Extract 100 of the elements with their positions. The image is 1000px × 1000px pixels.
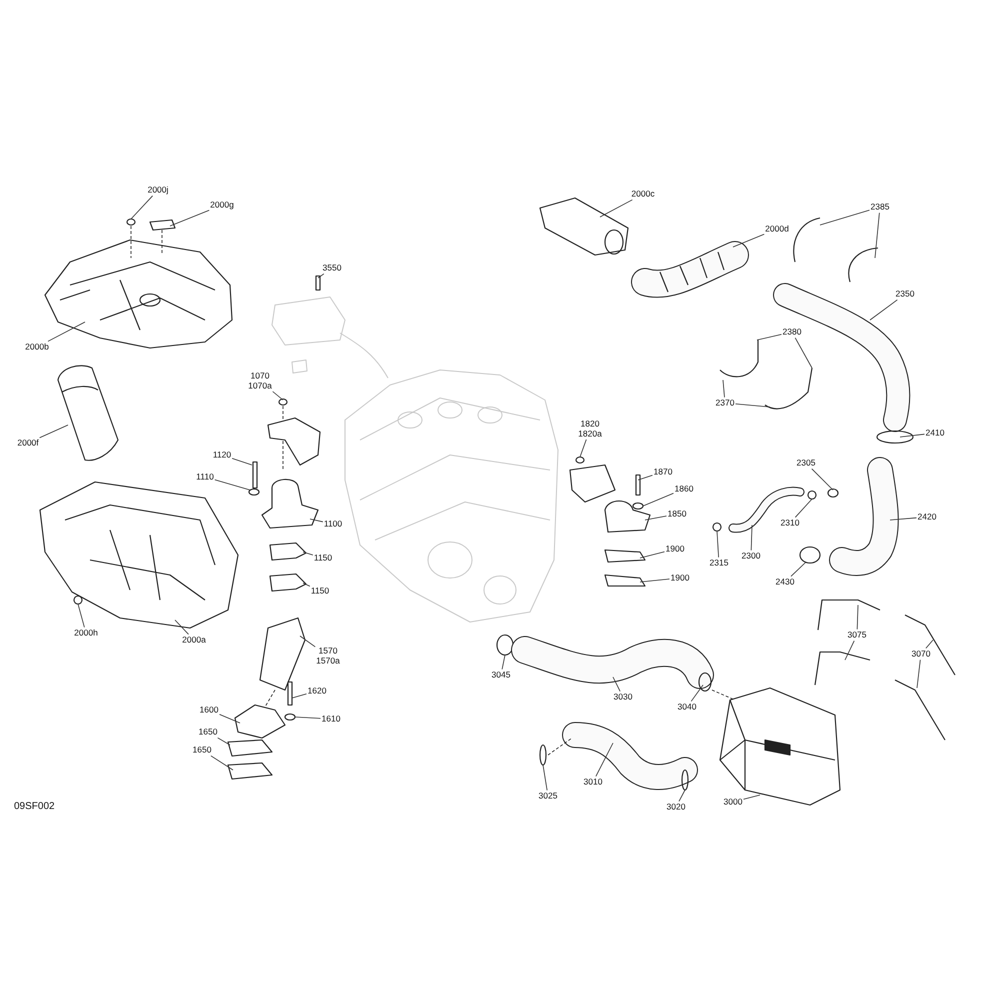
leader-line: [542, 764, 548, 791]
leader-line: [580, 439, 587, 458]
callout-number: 1620: [308, 686, 326, 696]
callout-number: 1820a: [578, 429, 602, 438]
leader-line: [302, 582, 310, 587]
leader-line: [48, 322, 86, 342]
leader-line: [78, 604, 85, 628]
leader-line: [756, 334, 782, 340]
callout-number: 1570a: [316, 656, 340, 666]
leader-line: [856, 604, 858, 630]
callout-number: 1600: [200, 705, 218, 715]
callout-number: 3045: [492, 670, 510, 680]
leader-line: [870, 299, 898, 320]
callout-number: 2000b: [25, 342, 49, 352]
leader-line: [294, 716, 321, 719]
leader-line: [790, 562, 806, 577]
callout-number: 1120: [212, 450, 232, 460]
leader-line: [292, 694, 307, 698]
callout-number: 2430: [776, 577, 794, 587]
leader-line: [900, 434, 925, 438]
leader-line: [170, 210, 210, 226]
leader-line: [811, 468, 834, 490]
leader-line: [890, 517, 917, 520]
leader-line: [926, 640, 934, 649]
callout-number: 1900: [670, 573, 690, 583]
callout-number: 2000h: [74, 628, 98, 638]
callout-number: 1150: [314, 553, 332, 563]
callout-number: 1650: [192, 745, 212, 755]
leader-line: [794, 337, 812, 368]
leader-line: [210, 755, 234, 770]
leader-line: [735, 404, 770, 408]
callout-number: 3550: [322, 263, 342, 273]
leader-line: [640, 578, 670, 582]
leader-line: [310, 518, 324, 522]
callout-number: 1070: [250, 372, 270, 381]
callout-number: 1150: [310, 586, 330, 596]
callout-number: 2000c: [631, 189, 655, 199]
leader-line: [690, 684, 704, 702]
callout-number: 2305: [796, 458, 816, 468]
callout-number: 2385: [870, 202, 890, 212]
leader-line: [300, 636, 316, 648]
callout-number: 3075: [848, 630, 866, 640]
leader-line: [217, 737, 230, 746]
leader-line: [596, 742, 614, 777]
leader-line: [874, 212, 880, 258]
callout-number: 1110: [196, 472, 214, 482]
leader-line: [130, 195, 153, 220]
leader-line: [638, 474, 653, 480]
callout-number: 2370: [716, 398, 734, 408]
callout-number: 1650: [198, 727, 218, 737]
leader-line: [318, 273, 324, 278]
callout-number: 2000d: [765, 224, 789, 234]
leader-line: [844, 640, 855, 660]
callout-number: 2420: [918, 512, 936, 522]
callout-number: 1570: [318, 646, 338, 656]
callout-number: 3070: [912, 649, 930, 659]
callout-number: 2410: [926, 428, 944, 438]
callout-number: 1070a: [248, 381, 272, 390]
callout-number: 3030: [614, 692, 632, 702]
callout-number: 1850: [668, 509, 686, 519]
callout-number: 2300: [742, 551, 760, 561]
callout-number: 3010: [584, 777, 602, 787]
leader-line: [750, 524, 752, 551]
leader-line: [820, 210, 870, 226]
leader-line: [678, 790, 686, 802]
leader-line: [722, 380, 725, 398]
leader-line: [916, 659, 921, 688]
callout-number: 2000a: [182, 635, 206, 645]
callout-number: 1870: [654, 467, 672, 477]
callout-number: 1100: [324, 519, 342, 529]
callout-number: 3020: [666, 802, 686, 812]
leader-line: [716, 530, 719, 558]
callout-number: 2000g: [210, 200, 234, 210]
callout-number: 2350: [896, 289, 914, 299]
leader-line: [600, 199, 633, 218]
callout-number: 1820: [580, 420, 600, 429]
callout-number: 2000f: [17, 438, 39, 448]
callout-number: 3025: [538, 791, 558, 801]
leader-line: [219, 714, 240, 724]
drawing-number: 09SF002: [14, 801, 55, 812]
callout-number: 2000j: [148, 185, 168, 195]
callout-number: 2315: [710, 558, 728, 568]
callout-number: 2380: [782, 327, 802, 337]
leader-line: [214, 479, 250, 490]
callout-number: 3040: [678, 702, 696, 712]
leader-line: [794, 498, 812, 518]
leader-line: [39, 424, 68, 438]
leader-line: [640, 551, 665, 558]
leader-line: [174, 620, 189, 635]
leader-line: [302, 552, 314, 556]
leader-line: [732, 234, 765, 248]
leader-line: [502, 654, 506, 670]
leader-line: [644, 516, 667, 520]
callout-number: 3000: [724, 797, 742, 807]
leader-line: [612, 676, 620, 692]
leader-line: [272, 391, 284, 400]
leader-line: [642, 492, 674, 506]
callout-number: 2310: [780, 518, 800, 528]
callout-number: 1860: [674, 484, 694, 494]
callout-number: 1610: [322, 714, 340, 724]
